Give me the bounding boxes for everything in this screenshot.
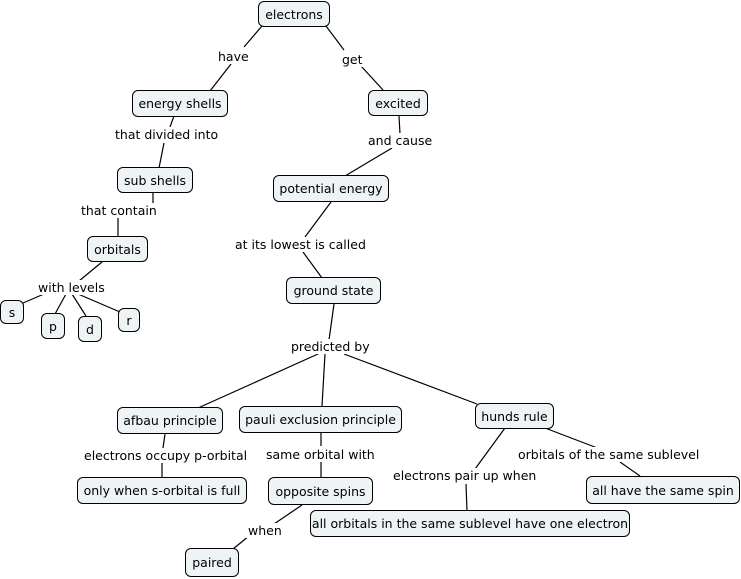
link-orbitals-of-the-same-sublevel: orbitals of the same sublevel	[516, 447, 702, 462]
link-same-orbital-with: same orbital with	[264, 447, 377, 462]
connector	[344, 147, 393, 177]
node-s: s	[0, 300, 24, 324]
connector	[302, 251, 323, 279]
node-opposite-spins: opposite spins	[268, 477, 373, 505]
node-paired: paired	[185, 548, 239, 577]
node-afbau-principle: afbau principle	[117, 407, 223, 434]
connector	[232, 535, 250, 550]
connector	[544, 427, 601, 450]
link-with-levels: with levels	[36, 280, 107, 295]
connector	[474, 427, 506, 470]
connector	[169, 115, 175, 128]
node-energy-shells: energy shells	[132, 90, 228, 117]
node-all-orbitals-one-electron: all orbitals in the same sublevel have o…	[310, 510, 630, 537]
connector	[619, 461, 641, 477]
node-all-have-the-same-spin: all have the same spin	[586, 476, 740, 504]
link-predicted-by: predicted by	[289, 339, 372, 354]
connector	[465, 483, 468, 512]
node-potential-energy: potential energy	[273, 175, 389, 202]
node-r: r	[118, 308, 140, 332]
node-ground-state: ground state	[286, 277, 381, 304]
link-that-divided-into: that divided into	[113, 127, 221, 142]
connector	[78, 261, 103, 282]
connector	[398, 115, 401, 135]
node-excited: excited	[368, 90, 428, 116]
link-electrons-pair-up-when: electrons pair up when	[391, 468, 539, 483]
node-sub-shells: sub shells	[117, 167, 193, 193]
link-when: when	[246, 523, 284, 538]
connector	[158, 142, 165, 169]
connector	[71, 293, 87, 317]
connector	[360, 65, 384, 91]
node-d: d	[78, 316, 102, 342]
node-pauli-exclusion-principle: pauli exclusion principle	[239, 406, 402, 433]
node-electrons: electrons	[258, 1, 330, 27]
connector	[243, 25, 263, 48]
node-orbitals: orbitals	[87, 236, 148, 262]
link-at-its-lowest-is-called: at its lowest is called	[233, 237, 368, 252]
node-only-when-s-orbital-is-full: only when s-orbital is full	[77, 477, 247, 504]
node-hunds-rule: hunds rule	[475, 403, 554, 429]
link-have: have	[216, 49, 251, 64]
connector	[197, 353, 319, 409]
connector	[343, 353, 478, 405]
connector	[162, 433, 166, 449]
connector	[54, 293, 67, 315]
connector	[209, 63, 232, 92]
link-get: get	[340, 52, 365, 67]
connector	[328, 303, 335, 341]
link-electrons-occupy-p-orbital: electrons occupy p-orbital	[82, 448, 250, 463]
connector	[77, 293, 121, 313]
link-and-cause: and cause	[366, 133, 435, 148]
connector	[304, 201, 332, 238]
connector	[321, 353, 326, 407]
node-p: p	[41, 313, 65, 339]
link-that-contain: that contain	[79, 203, 159, 218]
connector	[273, 504, 303, 525]
connector	[325, 25, 345, 51]
